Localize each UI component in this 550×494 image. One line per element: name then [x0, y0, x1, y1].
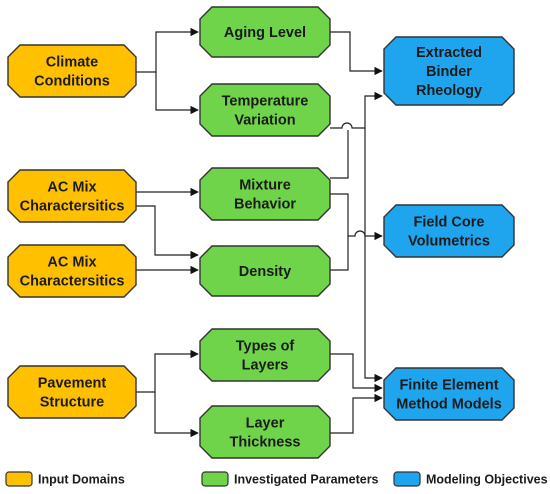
node-label-line: Volumetrics	[408, 234, 490, 250]
parameter-node-shape	[199, 83, 331, 137]
node-label-line: Charactersitics	[20, 274, 125, 290]
input-node-shape	[7, 44, 137, 98]
node-label-line: Pavement	[38, 376, 107, 392]
legend-label-objective: Modeling Objectives	[426, 473, 548, 487]
parameter-node-shape	[199, 405, 331, 459]
node-label-line: Temperature	[222, 94, 309, 110]
connector-layer	[136, 27, 383, 438]
node-label-line: Binder	[426, 64, 472, 80]
parameter-node-shape	[199, 6, 331, 58]
node-label-line: Aging Level	[224, 25, 306, 41]
input-node-shape	[7, 169, 137, 223]
node-label-line: Extracted	[416, 45, 482, 61]
legend-label-input: Input Domains	[38, 473, 125, 487]
node-layertypes: Types of Layers	[199, 328, 331, 382]
connector-pavement-to-thickness	[154, 392, 199, 438]
connector-temperature-to-rheology	[330, 91, 383, 129]
node-label-line: Rheology	[416, 83, 482, 99]
parameter-node-shape	[199, 245, 331, 297]
parameter-node-shape	[199, 328, 331, 382]
input-node-shape	[7, 365, 137, 419]
node-label-line: Field Core	[414, 215, 485, 231]
node-label-line: Types of	[236, 339, 295, 355]
node-label-line: Charactersitics	[20, 199, 125, 215]
node-label-line: Behavior	[234, 197, 296, 213]
node-label-line: Layers	[242, 358, 289, 374]
connector-mixture-to-fieldcore	[330, 193, 383, 241]
node-label-line: Mixture	[239, 178, 291, 194]
node-label-line: Thickness	[230, 435, 301, 451]
connector-climate-to-temperature	[155, 72, 199, 115]
legend-swatch-input	[5, 471, 33, 487]
connector-climate-to-aging	[136, 27, 199, 73]
legend-label-parameter: Investigated Parameters	[234, 473, 379, 487]
node-label-line: AC Mix	[47, 180, 96, 196]
connector-layertypes-to-fem	[330, 353, 383, 393]
node-label-line: AC Mix	[47, 255, 96, 271]
objective-node-shape	[383, 204, 515, 258]
objective-node-shape	[383, 367, 515, 421]
connector-thickness-to-fem	[330, 393, 383, 434]
node-label-line: Structure	[40, 395, 104, 411]
connector-temperature-to-fem	[364, 128, 383, 383]
node-label-line: Conditions	[34, 74, 110, 90]
connector-mixture-to-rheology	[330, 130, 349, 179]
node-label-line: Method Models	[396, 397, 502, 413]
connector-acmix1-to-density	[136, 205, 199, 260]
objective-node-shape	[383, 36, 515, 106]
connector-density-to-fieldcore	[330, 236, 349, 271]
node-label-line: Climate	[46, 55, 98, 71]
node-label-line: Variation	[234, 113, 295, 129]
node-label-line: Layer	[246, 416, 285, 432]
node-density: Density	[199, 245, 331, 297]
input-node-shape	[7, 244, 137, 298]
legend-swatch-objective	[393, 471, 421, 487]
legend: Input Domains Investigated Parameters Mode…	[5, 471, 548, 487]
parameter-node-shape	[199, 167, 331, 221]
connector-aging-to-rheology	[330, 31, 383, 76]
node-aging: Aging Level	[199, 6, 331, 58]
legend-swatch-parameter	[201, 471, 229, 487]
node-label-line: Finite Element	[399, 378, 498, 394]
connector-pavement-to-layertypes	[136, 349, 199, 393]
node-label-line: Density	[239, 264, 291, 280]
